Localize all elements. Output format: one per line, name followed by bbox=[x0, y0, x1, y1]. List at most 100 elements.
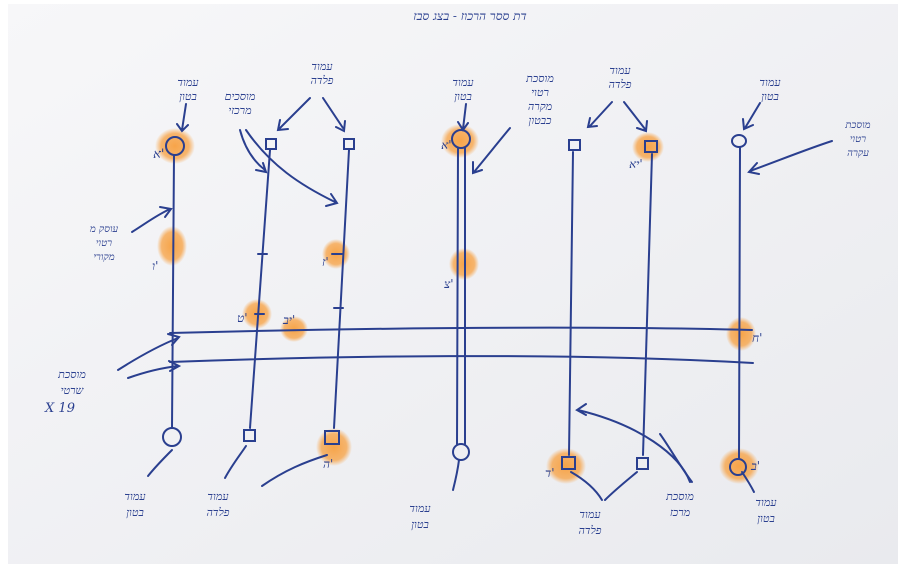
ink-drawing bbox=[117, 97, 833, 501]
label-left-low-count: X 19 bbox=[44, 401, 75, 416]
pointer bbox=[741, 471, 755, 493]
mark-letter: ח' bbox=[752, 331, 762, 345]
label-right-note-c: עקרה bbox=[847, 148, 869, 159]
beam-line bbox=[169, 326, 753, 334]
label-top-concrete-2b: בטון bbox=[454, 90, 472, 103]
label-top-conn: מוסכים bbox=[225, 90, 256, 103]
arrow bbox=[742, 102, 761, 131]
sketch-title: דת ססר הרכוז - בצג סבז bbox=[413, 9, 526, 23]
column-top-square bbox=[644, 140, 658, 153]
pointer bbox=[452, 459, 460, 491]
label-bottom-concrete-1: עמוד bbox=[124, 490, 146, 503]
label-bottom-concrete-1b: בטון bbox=[126, 506, 144, 519]
column-bottom-circle bbox=[452, 443, 470, 461]
label-right-note-b: רטוי bbox=[850, 134, 866, 145]
column-bottom-circle bbox=[162, 427, 182, 447]
column-bottom-square bbox=[636, 457, 649, 470]
column-top-square bbox=[265, 138, 277, 150]
arrow bbox=[747, 140, 833, 175]
column-bottom-square bbox=[561, 456, 576, 470]
mark-letter: יב' bbox=[282, 313, 295, 327]
pointer bbox=[261, 454, 328, 487]
arrow bbox=[472, 127, 511, 175]
label-left-low-b: שרטי bbox=[61, 384, 85, 397]
highlight-spot bbox=[316, 428, 352, 466]
arrow bbox=[239, 129, 268, 174]
pointer bbox=[147, 449, 173, 477]
label-bottom-steel-2b: פלדה bbox=[578, 524, 601, 537]
column-top-circle bbox=[451, 129, 471, 149]
column-line bbox=[249, 149, 271, 429]
arrow bbox=[586, 101, 613, 129]
label-bottom-steel-2: עמוד bbox=[579, 508, 601, 521]
label-bottom-concrete-3b: בטון bbox=[757, 512, 775, 525]
highlight-spot bbox=[726, 317, 756, 351]
label-top-beam-note: מוסכת bbox=[525, 72, 554, 85]
mark-letter: ב' bbox=[750, 459, 760, 473]
label-left-mid: עוסק מ bbox=[90, 224, 119, 235]
label-top-steel-1: עמוד bbox=[311, 60, 333, 73]
column-line bbox=[642, 153, 653, 456]
highlight-spot bbox=[632, 132, 664, 162]
label-right-note: מוסכת bbox=[844, 120, 870, 131]
label-top-concrete-2: עמוד bbox=[452, 76, 474, 89]
column-line bbox=[738, 146, 741, 460]
label-bottom-steel-1: עמוד bbox=[207, 490, 229, 503]
label-top-steel-2: עמוד bbox=[609, 64, 631, 77]
mark-letter: ה' bbox=[323, 457, 333, 471]
pointer bbox=[570, 471, 603, 501]
handwritten-labels: דת ססר הרכוז - בצג סבז עמוד בטון עמוד פל… bbox=[44, 9, 871, 537]
mark-letter: ז' bbox=[322, 255, 329, 269]
highlight-spot bbox=[157, 226, 187, 266]
label-bottom-steel-1b: פלדה bbox=[206, 506, 229, 519]
column-line bbox=[171, 154, 175, 429]
mark-letter: ט' bbox=[237, 311, 248, 325]
label-bottom-concrete-3: עמוד bbox=[755, 496, 777, 509]
column-line bbox=[333, 149, 350, 429]
arrow bbox=[127, 360, 182, 379]
highlight-spot bbox=[441, 124, 479, 158]
label-top-steel-2b: פלדה bbox=[608, 78, 631, 91]
mark-letter: א' bbox=[153, 147, 164, 162]
pointer bbox=[224, 445, 247, 479]
label-top-beam-note-c: מקרה bbox=[528, 100, 553, 113]
label-top-beam-note-b: רטוי bbox=[531, 86, 549, 99]
label-top-concrete-3: עמוד bbox=[759, 76, 781, 89]
mark-letter: ד' bbox=[545, 466, 555, 480]
mark-letter: ו' bbox=[152, 259, 158, 273]
highlight-spot bbox=[719, 448, 759, 484]
label-left-low: מוסכת bbox=[57, 368, 86, 381]
column-bottom-circle bbox=[729, 458, 747, 476]
column-bottom-square bbox=[324, 430, 340, 445]
arrow bbox=[131, 206, 173, 233]
column-top-square bbox=[343, 138, 355, 150]
mark-letter: צ' bbox=[444, 277, 454, 291]
arrow bbox=[623, 101, 648, 133]
label-left-mid-c: מקורי bbox=[93, 252, 114, 263]
arrow bbox=[117, 333, 181, 371]
highlight-spot bbox=[280, 316, 308, 342]
pointer bbox=[659, 433, 693, 483]
label-left-mid-b: רטוי bbox=[96, 238, 112, 249]
label-top-concrete-1b: בטון bbox=[179, 90, 197, 103]
arrow bbox=[176, 103, 189, 133]
highlight-spot bbox=[155, 128, 195, 164]
label-bottom-center-conn-b: מרכז bbox=[670, 506, 691, 519]
arrow bbox=[457, 103, 469, 132]
label-top-conn-b: מרכזי bbox=[228, 104, 252, 117]
label-top-steel-1b: פלדה bbox=[310, 74, 333, 87]
arrow bbox=[276, 97, 311, 132]
beam-line bbox=[169, 355, 754, 364]
column-top-square bbox=[568, 139, 581, 151]
column-line bbox=[568, 151, 574, 456]
label-bottom-concrete-2b: בטון bbox=[411, 518, 429, 531]
arrow bbox=[245, 129, 339, 207]
column-bottom-square bbox=[243, 429, 256, 442]
mark-letter: א' bbox=[441, 138, 452, 152]
label-top-concrete-3b: בטון bbox=[761, 90, 779, 103]
arrow bbox=[322, 97, 346, 133]
label-bottom-concrete-2: עמוד bbox=[409, 502, 431, 515]
pointer bbox=[604, 471, 638, 501]
